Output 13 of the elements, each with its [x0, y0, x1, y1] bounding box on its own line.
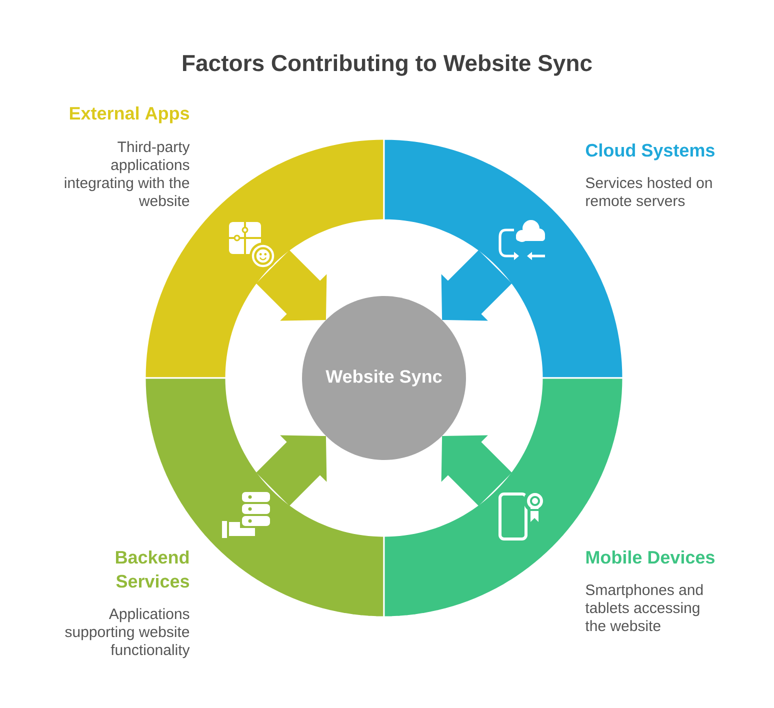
heading: Cloud Systems	[586, 143, 714, 160]
description: Smartphones and tablets accessing the website	[585, 584, 703, 632]
heading: Mobile Devices	[586, 550, 714, 564]
description: Services hosted on remote servers	[586, 177, 712, 206]
arrow	[441, 250, 512, 321]
arrow	[256, 250, 327, 321]
title: Factors Contributing to Website Sync	[183, 54, 592, 76]
heading: Backend Services	[116, 550, 190, 588]
heading: External Apps	[70, 106, 190, 124]
arrow	[256, 435, 327, 506]
description: Third-party applications integrating with the website	[64, 141, 190, 206]
description: Applications supporting website functionality	[65, 608, 190, 658]
arrow	[441, 435, 512, 506]
